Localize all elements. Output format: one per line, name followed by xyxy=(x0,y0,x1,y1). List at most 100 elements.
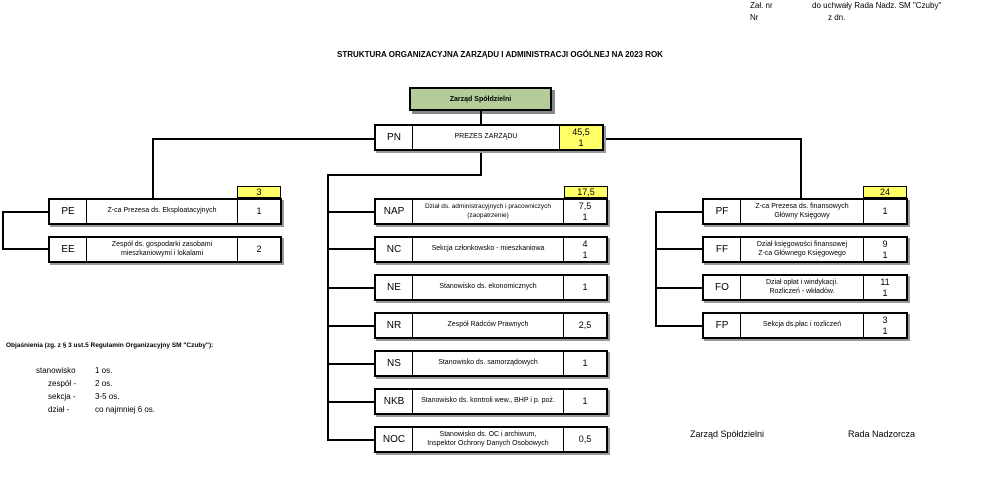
connector xyxy=(655,248,702,250)
unit-pf: PF Z-ca Prezesa ds. finansowych Główny K… xyxy=(702,198,908,225)
unit-numbers: 0,5 xyxy=(564,428,606,451)
unit-code: EE xyxy=(50,238,87,261)
unit-name: Dział księgowości finansowej Z-ca Główne… xyxy=(741,238,864,261)
unit-count: 1 xyxy=(582,358,588,369)
connector xyxy=(327,248,374,250)
unit-name: Stanowisko ds. samorządowych xyxy=(413,352,564,375)
left-branch-total: 3 xyxy=(237,186,281,198)
header-nr-label: Nr xyxy=(750,13,759,22)
unit-fo: FO Dział opłat i windykacji. Rozliczeń -… xyxy=(702,274,908,301)
unit-count-2: 1 xyxy=(882,287,888,298)
unit-name: Dział opłat i windykacji. Rozliczeń - wk… xyxy=(741,276,864,299)
unit-pe: PE Z-ca Prezesa ds. Eksploatacyjnych 1 xyxy=(48,198,282,225)
unit-code: NAP xyxy=(376,200,413,223)
legend-value: 1 os. xyxy=(95,366,113,375)
president-count: 1 xyxy=(578,137,584,148)
unit-numbers: 2,5 xyxy=(564,314,606,337)
board-box: Zarząd Spółdzielni xyxy=(409,87,552,111)
connector xyxy=(152,138,374,140)
unit-numbers: 1 xyxy=(238,200,280,223)
unit-code: NS xyxy=(376,352,413,375)
header-nr-suffix: z dn. xyxy=(828,13,846,22)
unit-name: Sekcja członkowsko - mieszkaniowa xyxy=(413,238,564,261)
unit-name: Dział ds. administracyjnych i pracownicz… xyxy=(413,200,564,223)
unit-name: Z-ca Prezesa ds. Eksploatacyjnych xyxy=(87,200,238,223)
connector xyxy=(480,150,482,175)
legend-value: co najmniej 6 os. xyxy=(95,405,156,414)
unit-code: PF xyxy=(704,200,741,223)
page-title: STRUKTURA ORGANIZACYJNA ZARZĄDU I ADMINI… xyxy=(337,50,663,59)
connector xyxy=(655,211,657,326)
unit-count: 1 xyxy=(582,282,588,293)
connector xyxy=(2,211,48,213)
unit-name: Zespół Radców Prawnych xyxy=(413,314,564,337)
unit-count: 1 xyxy=(582,396,588,407)
legend-term: stanowisko xyxy=(36,366,76,375)
president-numbers: 45,5 1 xyxy=(560,126,602,149)
right-branch-total: 24 xyxy=(863,186,907,198)
unit-numbers: 1 xyxy=(564,276,606,299)
unit-name: PREZES ZARZĄDU xyxy=(413,126,560,149)
unit-count: 3 xyxy=(882,314,888,325)
header-zal-label: Zał. nr xyxy=(750,1,773,10)
middle-branch-total: 17,5 xyxy=(564,186,608,198)
connector xyxy=(152,138,154,198)
connector xyxy=(327,363,374,365)
header-zal-suffix: do uchwały Rada Nadz. SM "Czuby" xyxy=(812,1,942,10)
legend-term: zespół - xyxy=(48,379,77,388)
legend-term: dział - xyxy=(48,405,70,414)
connector xyxy=(655,211,702,213)
unit-noc: NOC Stanowisko ds. OC i archiwum, Inspek… xyxy=(374,426,608,453)
unit-numbers: 1 xyxy=(564,352,606,375)
legend-term: sekcja - xyxy=(48,392,76,401)
unit-ff: FF Dział księgowości finansowej Z-ca Głó… xyxy=(702,236,908,263)
president-total: 45,5 xyxy=(572,126,590,137)
president-unit: PN PREZES ZARZĄDU 45,5 1 xyxy=(374,124,604,151)
unit-ee: EE Zespół ds. gospodarki zasobami mieszk… xyxy=(48,236,282,263)
unit-numbers: 1 xyxy=(564,390,606,413)
unit-code: NE xyxy=(376,276,413,299)
unit-code: FP xyxy=(704,314,741,337)
connector xyxy=(327,325,374,327)
unit-code: FO xyxy=(704,276,741,299)
unit-name: Stanowisko ds. ekonomicznych xyxy=(413,276,564,299)
unit-nkb: NKB Stanowisko ds. kontroli wew., BHP i … xyxy=(374,388,608,415)
connector xyxy=(327,439,374,441)
unit-nap: NAP Dział ds. administracyjnych i pracow… xyxy=(374,198,608,225)
unit-count-2: 1 xyxy=(582,249,588,260)
connector xyxy=(327,401,374,403)
unit-count: 1 xyxy=(256,206,262,217)
signature-council: Rada Nadzorcza xyxy=(848,429,916,439)
unit-name: Zespół ds. gospodarki zasobami mieszkani… xyxy=(87,238,238,261)
unit-count: 2 xyxy=(256,244,262,255)
connector xyxy=(603,138,801,140)
legend-title: Objaśnienia (zg. z § 3 ust.5 Regulamin O… xyxy=(6,342,214,349)
unit-count: 4 xyxy=(582,238,588,249)
connector xyxy=(2,248,48,250)
unit-numbers: 1 xyxy=(864,200,906,223)
unit-code: FF xyxy=(704,238,741,261)
unit-count: 9 xyxy=(882,238,888,249)
connector xyxy=(480,111,482,126)
connector xyxy=(327,287,374,289)
legend-value: 2 os. xyxy=(95,379,113,388)
unit-code: PE xyxy=(50,200,87,223)
unit-ns: NS Stanowisko ds. samorządowych 1 xyxy=(374,350,608,377)
unit-ne: NE Stanowisko ds. ekonomicznych 1 xyxy=(374,274,608,301)
unit-count: 0,5 xyxy=(578,434,592,445)
unit-count: 11 xyxy=(880,276,890,287)
unit-count-2: 1 xyxy=(882,249,888,260)
connector xyxy=(800,138,802,198)
unit-name: Stanowisko ds. OC i archiwum, Inspektor … xyxy=(413,428,564,451)
unit-code: NR xyxy=(376,314,413,337)
unit-code: PN xyxy=(376,126,413,149)
connector xyxy=(655,325,702,327)
unit-count: 2,5 xyxy=(578,320,592,331)
connector xyxy=(327,211,374,213)
